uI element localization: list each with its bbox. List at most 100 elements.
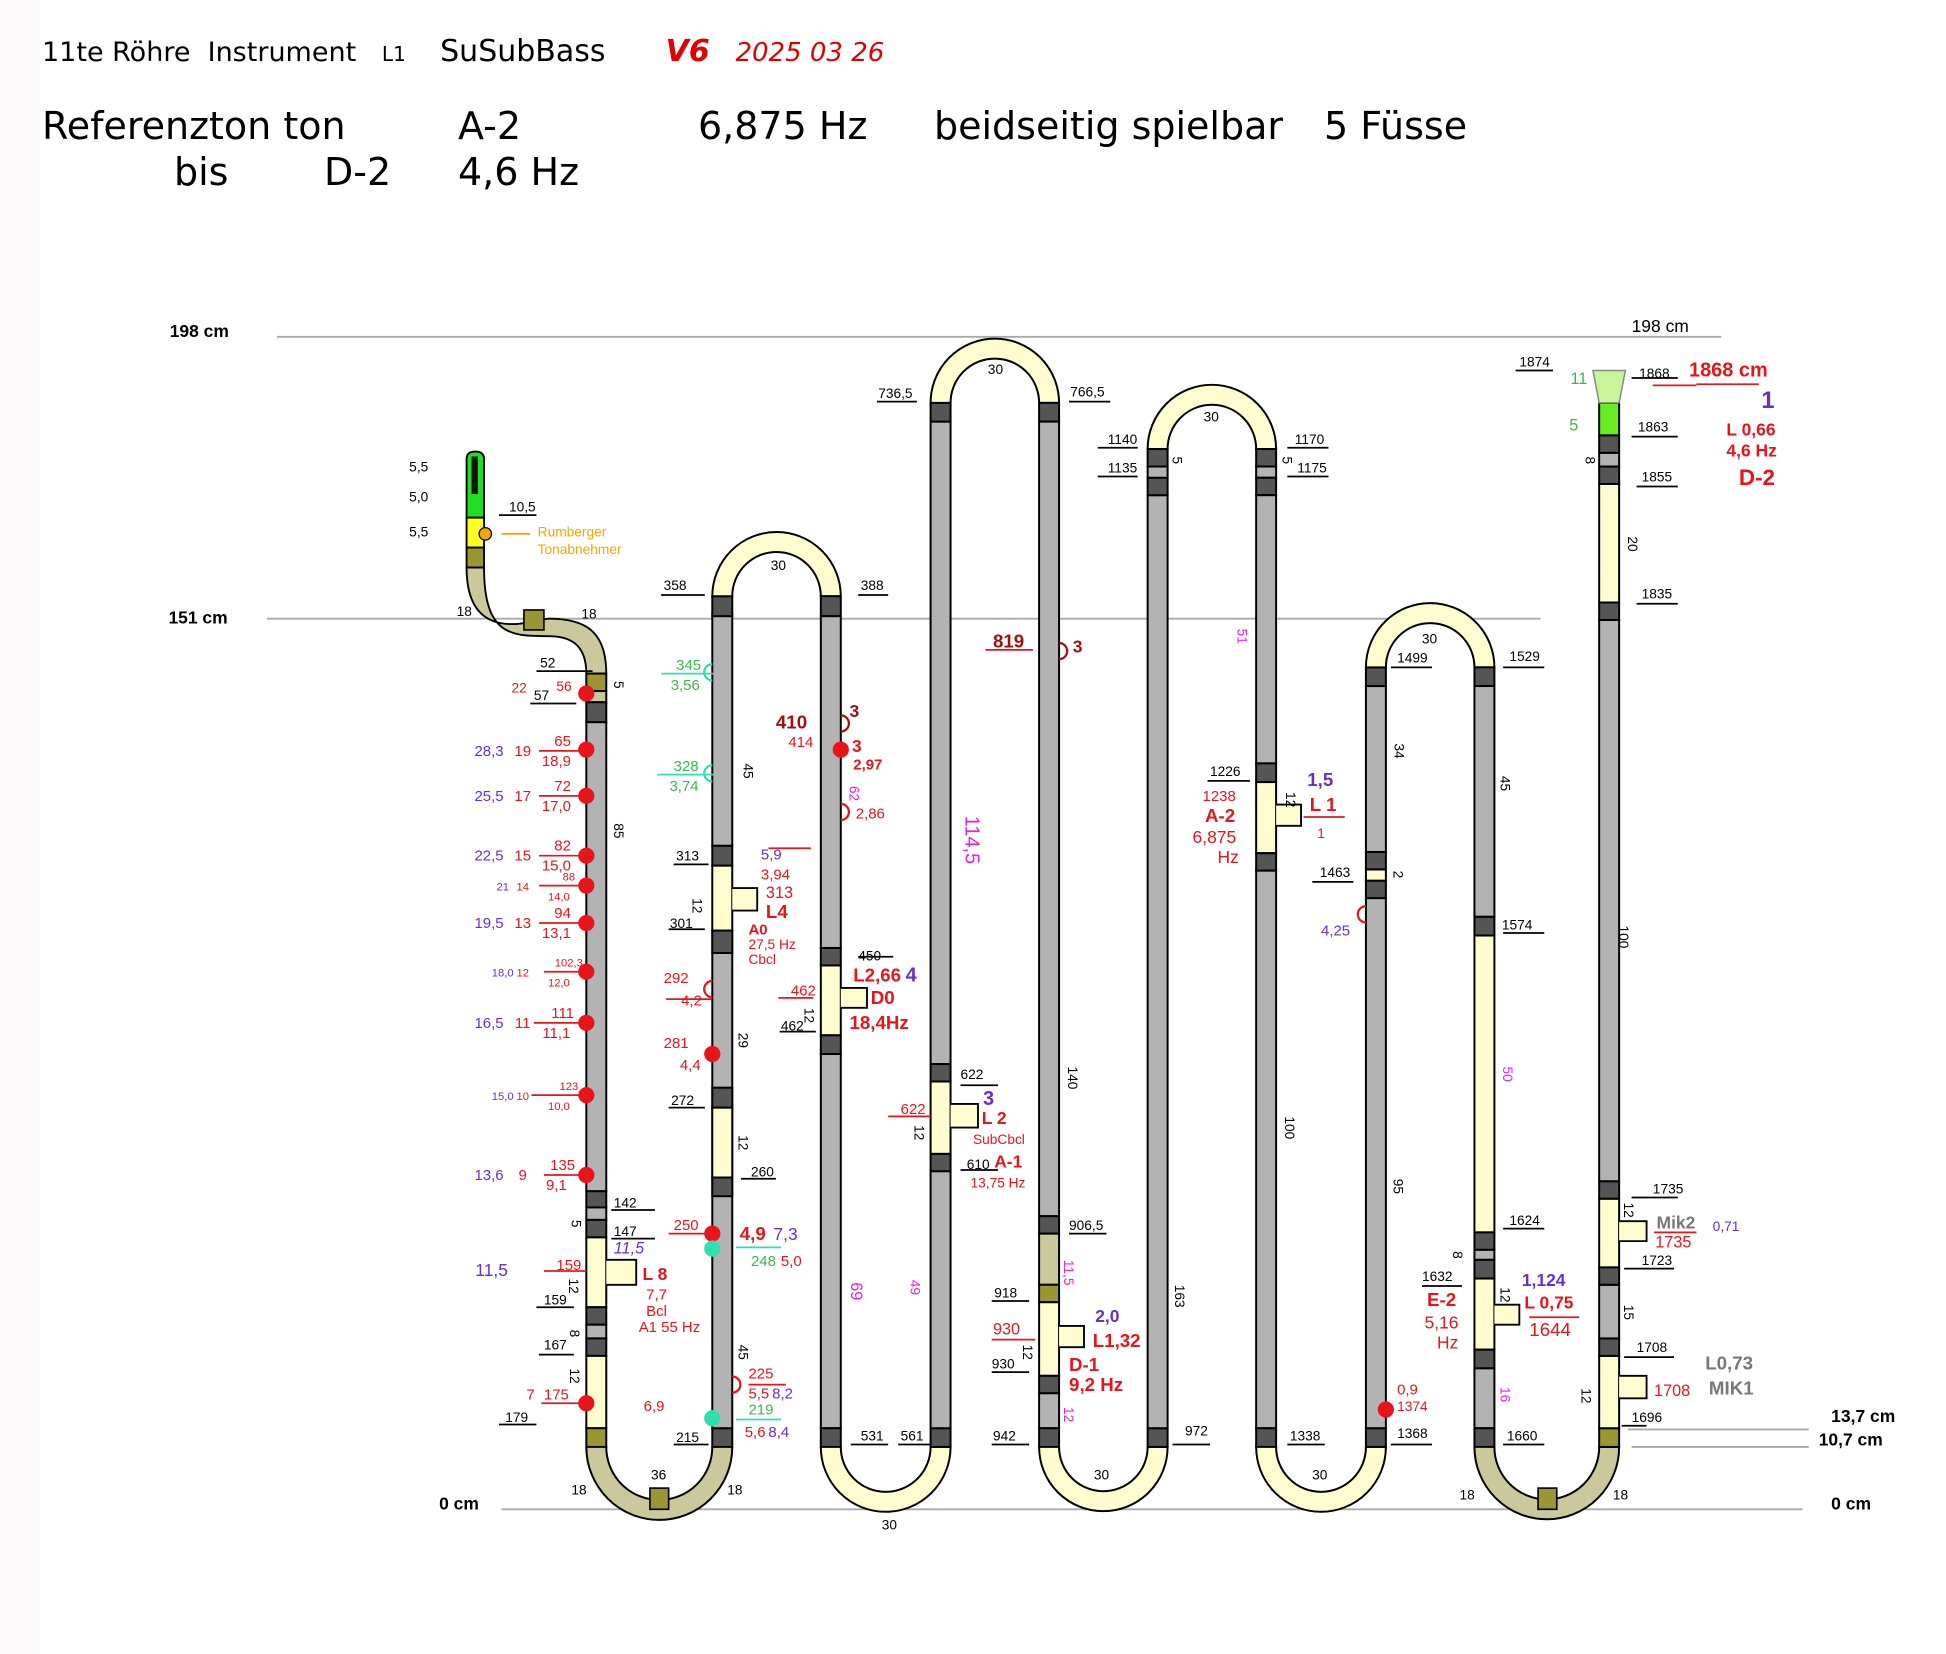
label: 30 [1422,632,1438,647]
tube-joint [1255,852,1278,872]
label: 30 [1204,410,1220,425]
tube-joint [711,1086,734,1109]
label: 1338 [1290,1429,1321,1444]
hole-number: 10 [516,1091,528,1103]
label: 622 [961,1067,984,1082]
label: 1135 [1108,461,1138,476]
axis-label-0: 0 cm [439,1493,479,1513]
tube-segment [1598,451,1621,468]
tube-bend-top [711,531,842,598]
label: 3 [850,701,860,721]
label: 8 [567,1330,582,1338]
tube-segment [1598,401,1621,437]
label: 18 [727,1482,743,1497]
label: 1529 [1509,649,1540,664]
label: 16 [1498,1387,1513,1403]
label: A1 55 Hz [639,1319,701,1336]
label: 7,7 [646,1287,667,1304]
tube-segment [1146,494,1169,1430]
label: 225 [748,1365,773,1382]
tube-joint [929,401,952,423]
tone-hole-open [703,764,713,783]
hole-diameter: 14,0 [548,892,570,904]
label: A-1 [994,1152,1022,1172]
label: 50 [1500,1066,1515,1082]
harmonic-pitch: 19,5 [474,915,503,932]
tube-joint [1473,1231,1496,1251]
label: 1868 [1639,366,1670,381]
label: 18 [457,604,473,619]
label: 1644 [1529,1319,1571,1340]
feet-label: 5 Füsse [1324,104,1468,148]
label: 5 [611,681,626,689]
tube-joint [1038,1283,1061,1304]
label: 5 [1279,457,1294,465]
label: 1368 [1397,1426,1428,1441]
label: 140 [1065,1066,1080,1089]
label: 5,16 [1425,1312,1459,1332]
label: E-2 [1427,1289,1456,1310]
label: 1226 [1210,764,1241,779]
axis-label-13-7: 13,7 cm [1831,1406,1895,1426]
label: 11,5 [1061,1260,1076,1286]
tube-joint [1598,1337,1621,1357]
label: 930 [992,1356,1015,1371]
tone-hole-chimney [606,1258,638,1286]
tube-joint [1598,434,1621,454]
tube-joint [1598,1427,1621,1448]
hole-position: 102,3 [555,958,583,970]
label: 1140 [1108,432,1138,447]
label: 1499 [1397,650,1428,665]
tube-joint [1364,1427,1387,1448]
label: Hz [1217,847,1238,867]
label: Mik2 [1657,1213,1696,1233]
label: 3 [983,1088,994,1110]
label: 1723 [1642,1253,1673,1268]
tube-segment [585,1236,608,1309]
label: 18 [1459,1487,1475,1502]
tube-joint [711,1176,734,1198]
label: 20 [1625,536,1640,552]
label: L 2 [982,1108,1007,1128]
label: 1855 [1642,469,1673,484]
tube-bend-bottom [1255,1445,1387,1513]
label: 328 [674,758,699,775]
label: 5 [1170,457,1185,465]
tone-hole-chimney [1619,1220,1648,1243]
label: 219 [748,1402,773,1419]
label: 6,9 [644,1398,665,1415]
label: 2 [1390,871,1405,879]
tube-segment [1598,1197,1621,1269]
label: 8,4 [768,1424,789,1441]
hole-position: 123 [559,1081,578,1093]
label: 301 [670,916,693,931]
harmonic-pitch: 13,6 [474,1167,503,1184]
date-label: 2025 03 26 [735,38,885,68]
label: 766,5 [1070,385,1105,400]
tone-hole-open [840,802,850,822]
tone-hole-open [1356,905,1367,924]
tube-bend-top [1364,602,1496,669]
tube-joint [929,1427,952,1448]
tone-hole-chimney [732,887,759,912]
tone-hole-open [840,714,850,733]
tube-joint [649,1487,670,1511]
tube-joint [523,609,545,631]
label: 12 [1498,1287,1513,1302]
tube-joint [1038,1215,1061,1235]
label: Hz [1437,1332,1458,1352]
pickup-label: Tonabnehmer [538,542,622,557]
tube-joint [585,1190,608,1209]
bell [1592,369,1627,404]
tube-joint [929,1063,952,1083]
axis-label-198: 198 cm [170,321,229,341]
total-length: 1868 cm [1689,360,1768,382]
label: 51 [1234,629,1249,644]
tube-segment [711,1106,734,1179]
label: 167 [544,1338,567,1353]
label: L 8 [642,1264,667,1284]
label: 1874 [1519,355,1550,370]
label: 4,9 [740,1223,766,1244]
label: 1 [1761,388,1774,414]
hole-number: 9 [519,1167,527,1184]
